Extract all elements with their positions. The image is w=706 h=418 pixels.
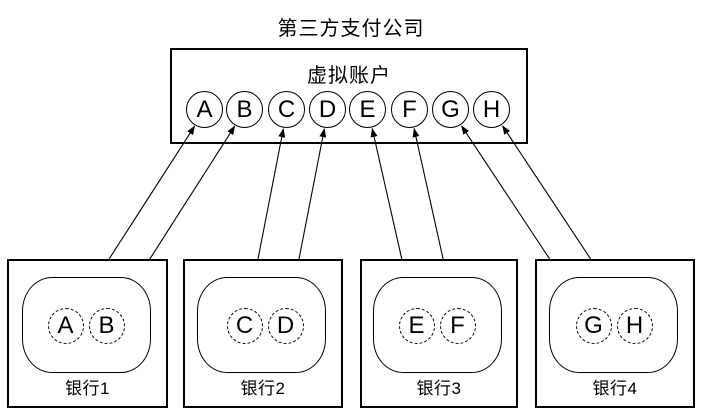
bank-box-1: 银行1: [7, 259, 168, 408]
bank-account-circle-D: D: [267, 307, 304, 344]
bank-inner-shape: [549, 277, 678, 373]
payment-company-box: 虚拟账户: [170, 48, 528, 144]
virtual-account-circle-F: F: [391, 91, 428, 128]
bank-box-2: 银行2: [183, 259, 343, 408]
bank-account-circle-H: H: [616, 307, 653, 344]
bank-account-circle-C: C: [226, 307, 263, 344]
bank-inner-shape: [373, 277, 502, 373]
virtual-account-circle-G: G: [432, 91, 469, 128]
virtual-account-circle-C: C: [268, 91, 305, 128]
virtual-account-circle-A: A: [186, 91, 223, 128]
bank-account-circle-G: G: [575, 307, 612, 344]
bank-name-label: 银行4: [592, 379, 638, 398]
page-title: 第三方支付公司: [277, 18, 425, 40]
bank-account-circle-F: F: [439, 307, 476, 344]
bank-inner-shape: [21, 277, 151, 373]
bank-name-label: 银行3: [416, 379, 462, 398]
virtual-account-circle-D: D: [309, 91, 346, 128]
virtual-account-circle-E: E: [349, 91, 386, 128]
virtual-account-circle-B: B: [226, 91, 263, 128]
virtual-account-circle-H: H: [473, 91, 510, 128]
bank-name-label: 银行1: [65, 379, 110, 398]
bank-box-4: 银行4: [535, 259, 695, 408]
bank-account-circle-B: B: [88, 307, 125, 344]
bank-box-3: 银行3: [360, 259, 518, 408]
bank-name-label: 银行2: [240, 379, 286, 398]
virtual-account-label: 虚拟账户: [307, 65, 391, 87]
bank-account-circle-E: E: [398, 307, 435, 344]
bank-account-circle-A: A: [47, 307, 84, 344]
